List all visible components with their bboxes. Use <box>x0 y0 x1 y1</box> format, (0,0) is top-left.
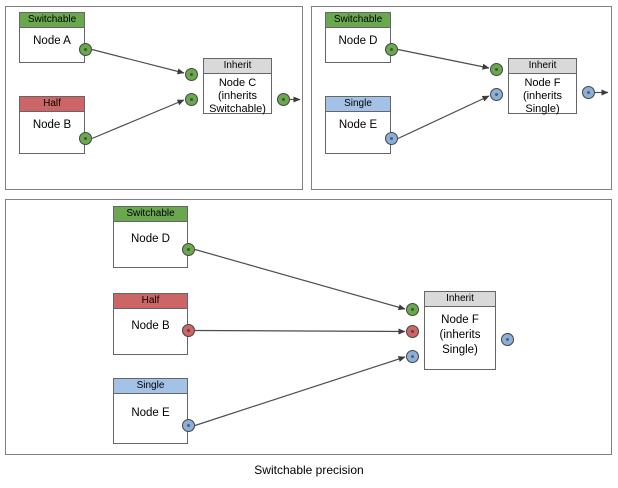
node-f-bottom[interactable]: Inherit Node F (inherits Single) <box>424 291 496 370</box>
node-d-bottom-header: Switchable <box>114 207 187 222</box>
node-b-top-left[interactable]: Half Node B <box>19 96 85 154</box>
node-c-out-port[interactable] <box>277 93 290 106</box>
node-f-top-right-header: Inherit <box>509 59 576 74</box>
diagram-caption: Switchable precision <box>254 463 364 477</box>
node-a-out-port[interactable] <box>79 43 92 56</box>
node-d-top-right[interactable]: Switchable Node D <box>325 12 391 63</box>
node-f-top-right-in-port-2[interactable] <box>490 88 503 101</box>
node-e-top-right-body: Node E <box>338 119 378 131</box>
node-f-top-right-in-port-1[interactable] <box>490 63 503 76</box>
node-d-bottom-out-port[interactable] <box>182 243 195 256</box>
node-f-top-right[interactable]: Inherit Node F (inherits Single) <box>508 58 577 115</box>
node-c-in-port-1[interactable] <box>185 68 198 81</box>
node-d-top-right-body: Node D <box>338 35 378 47</box>
node-b-bottom-out-port[interactable] <box>182 324 195 337</box>
node-e-bottom-out-port[interactable] <box>182 419 195 432</box>
node-d-top-right-header: Switchable <box>326 13 390 28</box>
node-b-bottom-body: Node B <box>131 320 170 332</box>
node-f-bottom-header: Inherit <box>425 292 495 307</box>
node-b-bottom-header: Half <box>114 294 187 309</box>
node-d-bottom-body: Node D <box>131 233 170 245</box>
node-e-top-right[interactable]: Single Node E <box>325 96 391 154</box>
node-c-in-port-2[interactable] <box>185 93 198 106</box>
node-f-bottom-out-port[interactable] <box>501 333 514 346</box>
node-f-top-right-body: Node F (inherits Single) <box>522 77 563 115</box>
node-e-top-right-out-port[interactable] <box>385 132 398 145</box>
node-b-top-left-out-port[interactable] <box>79 132 92 145</box>
node-e-bottom-header: Single <box>114 379 187 394</box>
node-a[interactable]: Switchable Node A <box>19 12 85 63</box>
node-a-body: Node A <box>33 35 71 47</box>
node-e-top-right-header: Single <box>326 97 390 112</box>
node-e-bottom[interactable]: Single Node E <box>113 378 188 444</box>
node-f-bottom-in-port-1[interactable] <box>406 303 419 316</box>
node-f-bottom-body: Node F (inherits Single) <box>439 314 481 356</box>
node-f-bottom-in-port-2[interactable] <box>406 325 419 338</box>
node-a-header: Switchable <box>20 13 84 28</box>
node-c-body: Node C (inherits Switchable) <box>209 77 266 115</box>
node-b-top-left-body: Node B <box>32 119 72 131</box>
node-d-bottom[interactable]: Switchable Node D <box>113 206 188 268</box>
node-b-top-left-header: Half <box>20 97 84 112</box>
node-f-bottom-in-port-3[interactable] <box>406 350 419 363</box>
node-b-bottom[interactable]: Half Node B <box>113 293 188 355</box>
panel-bottom <box>5 199 612 455</box>
node-c[interactable]: Inherit Node C (inherits Switchable) <box>203 58 272 115</box>
node-f-top-right-out-port[interactable] <box>582 86 595 99</box>
node-e-bottom-body: Node E <box>131 407 170 419</box>
node-c-header: Inherit <box>204 59 271 74</box>
node-d-top-right-out-port[interactable] <box>385 43 398 56</box>
